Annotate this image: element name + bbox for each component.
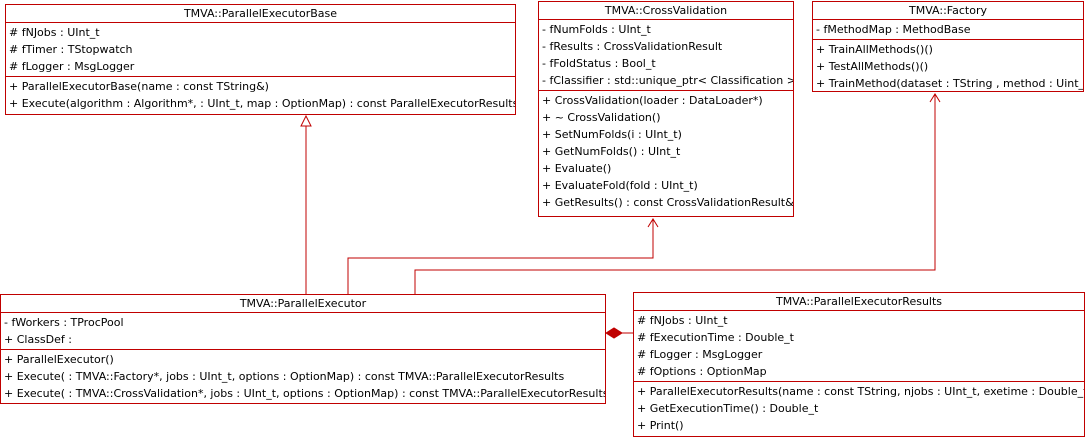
method-row: + ParallelExecutorBase(name : const TStr… bbox=[9, 80, 269, 93]
methods-section: + TrainAllMethods()() + TestAllMethods()… bbox=[813, 39, 1083, 93]
dependency-arrowhead-factory bbox=[929, 93, 941, 103]
attribute-row: # fTimer : TStopwatch bbox=[9, 43, 133, 56]
method-row: + GetNumFolds() : UInt_t bbox=[542, 145, 681, 158]
attributes-section: # fNJobs : UInt_t # fTimer : TStopwatch … bbox=[6, 23, 515, 76]
method-row: + Execute( : TMVA::CrossValidation*, job… bbox=[4, 387, 605, 400]
attributes-section: - fMethodMap : MethodBase bbox=[813, 20, 1083, 39]
attribute-row: # fNJobs : UInt_t bbox=[9, 26, 100, 39]
class-title: TMVA::ParallelExecutorBase bbox=[6, 5, 515, 23]
method-row: + ParallelExecutor() bbox=[4, 353, 114, 366]
class-box-factory[interactable]: TMVA::Factory - fMethodMap : MethodBase … bbox=[812, 1, 1084, 92]
attribute-row: + ClassDef : bbox=[4, 333, 72, 346]
methods-section: + ParallelExecutor() + Execute( : TMVA::… bbox=[1, 349, 605, 403]
method-row: + TrainMethod(dataset : TString , method… bbox=[816, 77, 1083, 90]
method-row: + SetNumFolds(i : UInt_t) bbox=[542, 128, 682, 141]
method-row: + ParallelExecutorResults(name : const T… bbox=[637, 385, 1084, 398]
methods-section: + CrossValidation(loader : DataLoader*) … bbox=[539, 90, 793, 212]
method-row: + TrainAllMethods()() bbox=[816, 43, 933, 56]
class-title: TMVA::ParallelExecutorResults bbox=[634, 293, 1084, 311]
attribute-row: - fMethodMap : MethodBase bbox=[816, 23, 971, 36]
dependency-line-crossvalidation bbox=[347, 219, 654, 294]
composition-diamond bbox=[605, 327, 623, 339]
attribute-row: - fClassifier : std::unique_ptr< Classif… bbox=[542, 74, 793, 87]
method-row: + Evaluate() bbox=[542, 162, 612, 175]
class-title: TMVA::ParallelExecutor bbox=[1, 295, 605, 313]
method-row: + GetResults() : const CrossValidationRe… bbox=[542, 196, 793, 209]
method-row: + EvaluateFold(fold : UInt_t) bbox=[542, 179, 698, 192]
methods-section: + ParallelExecutorBase(name : const TStr… bbox=[6, 76, 515, 113]
method-row: + Print() bbox=[637, 419, 684, 432]
attribute-row: # fNJobs : UInt_t bbox=[637, 314, 728, 327]
class-title: TMVA::Factory bbox=[813, 2, 1083, 20]
method-row: + TestAllMethods()() bbox=[816, 60, 929, 73]
attribute-row: - fFoldStatus : Bool_t bbox=[542, 57, 656, 70]
attributes-section: - fNumFolds : UInt_t - fResults : CrossV… bbox=[539, 20, 793, 90]
method-row: + Execute( : TMVA::Factory*, jobs : UInt… bbox=[4, 370, 565, 383]
inheritance-arrowhead bbox=[300, 114, 312, 127]
dependency-arrowhead-crossvalidation bbox=[647, 218, 659, 228]
attributes-section: - fWorkers : TProcPool + ClassDef : bbox=[1, 313, 605, 349]
dependency-line-factory bbox=[414, 94, 936, 294]
attribute-row: # fLogger : MsgLogger bbox=[9, 60, 135, 73]
attribute-row: # fExecutionTime : Double_t bbox=[637, 331, 794, 344]
attributes-section: # fNJobs : UInt_t # fExecutionTime : Dou… bbox=[634, 311, 1084, 381]
attribute-row: - fNumFolds : UInt_t bbox=[542, 23, 651, 36]
method-row: + CrossValidation(loader : DataLoader*) bbox=[542, 94, 763, 107]
class-box-parallel-executor[interactable]: TMVA::ParallelExecutor - fWorkers : TPro… bbox=[0, 294, 606, 404]
method-row: + GetExecutionTime() : Double_t bbox=[637, 402, 819, 415]
attribute-row: - fResults : CrossValidationResult bbox=[542, 40, 723, 53]
class-box-parallel-executor-results[interactable]: TMVA::ParallelExecutorResults # fNJobs :… bbox=[633, 292, 1085, 437]
class-box-parallel-executor-base[interactable]: TMVA::ParallelExecutorBase # fNJobs : UI… bbox=[5, 4, 516, 115]
methods-section: + ParallelExecutorResults(name : const T… bbox=[634, 381, 1084, 435]
method-row: + Execute(algorithm : Algorithm*, : UInt… bbox=[9, 97, 515, 110]
class-title: TMVA::CrossValidation bbox=[539, 2, 793, 20]
method-row: + ~ CrossValidation() bbox=[542, 111, 661, 124]
class-box-cross-validation[interactable]: TMVA::CrossValidation - fNumFolds : UInt… bbox=[538, 1, 794, 217]
attribute-row: # fOptions : OptionMap bbox=[637, 365, 767, 378]
attribute-row: # fLogger : MsgLogger bbox=[637, 348, 763, 361]
attribute-row: - fWorkers : TProcPool bbox=[4, 316, 124, 329]
